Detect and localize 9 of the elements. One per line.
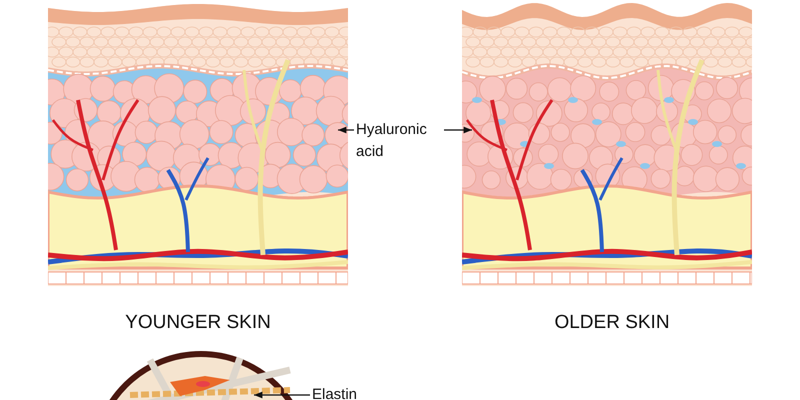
section-title: YOUNGER SKIN [125, 312, 271, 334]
callout-text: Elastin [312, 384, 372, 400]
leader-line [444, 126, 472, 134]
leader-line [254, 392, 310, 398]
callout-text: Hyaluronic acid [356, 119, 442, 165]
section-title: OLDER SKIN [554, 312, 670, 334]
skin-cross-section-drawing [48, 0, 348, 286]
skin-cross-section-drawing [462, 0, 752, 286]
leader-line [338, 126, 354, 134]
